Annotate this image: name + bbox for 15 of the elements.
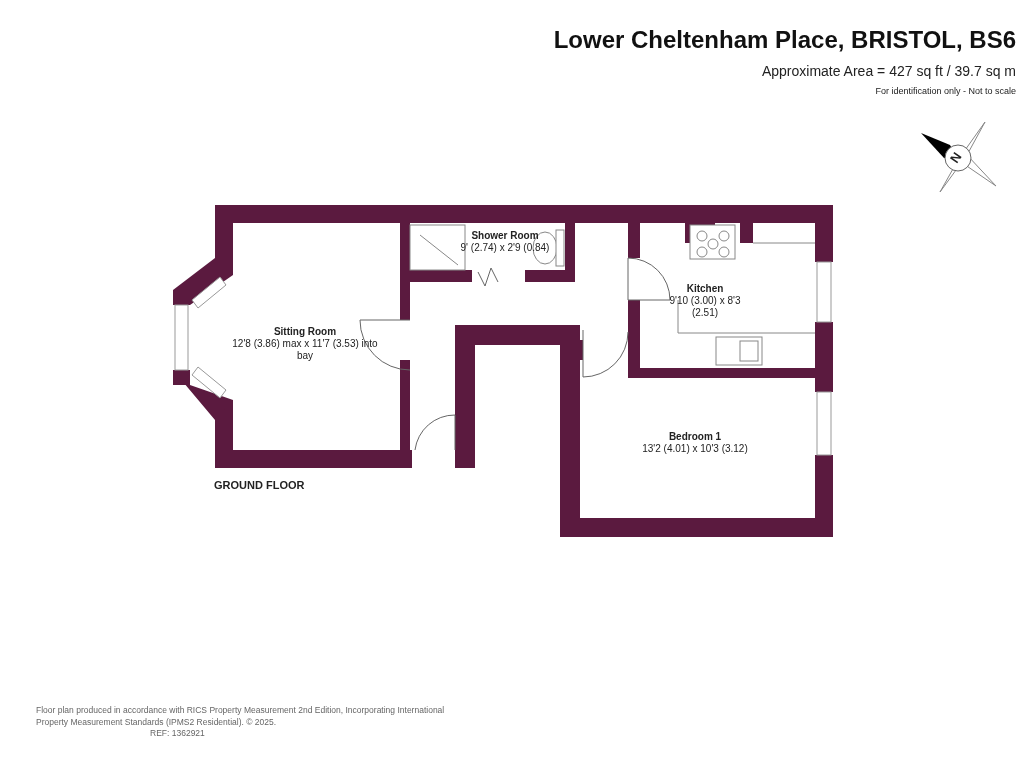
room-dimensions: 9' (2.74) x 2'9 (0.84): [459, 242, 551, 254]
room-name: Shower Room: [470, 230, 540, 242]
room-name: Sitting Room: [272, 326, 338, 338]
room-name: Kitchen: [685, 283, 725, 295]
floor-label: GROUND FLOOR: [214, 479, 305, 491]
area-note: Approximate Area = 427 sq ft / 39.7 sq m: [761, 63, 1016, 79]
room-dimensions: 13'2 (4.01) x 10'3 (3.12): [641, 443, 749, 455]
reference-number: REF: 1362921: [150, 728, 205, 738]
room-name: Bedroom 1: [667, 431, 723, 443]
room-dimensions: 9'10 (3.00) x 8'3 (2.51): [668, 295, 742, 319]
scale-note: For identification only - Not to scale: [875, 86, 1016, 96]
room-dimensions: 12'8 (3.86) max x 11'7 (3.53) into bay: [231, 338, 379, 362]
footer-note: Floor plan produced in accordance with RICS Property Measurement 2nd Edition, Incorporating International Property Measurement Standards (IPMS2 Residential). © 2025.: [36, 704, 446, 728]
plan-title: Lower Cheltenham Place, BRISTOL, BS6: [553, 26, 1016, 54]
north-label: N: [946, 149, 965, 166]
